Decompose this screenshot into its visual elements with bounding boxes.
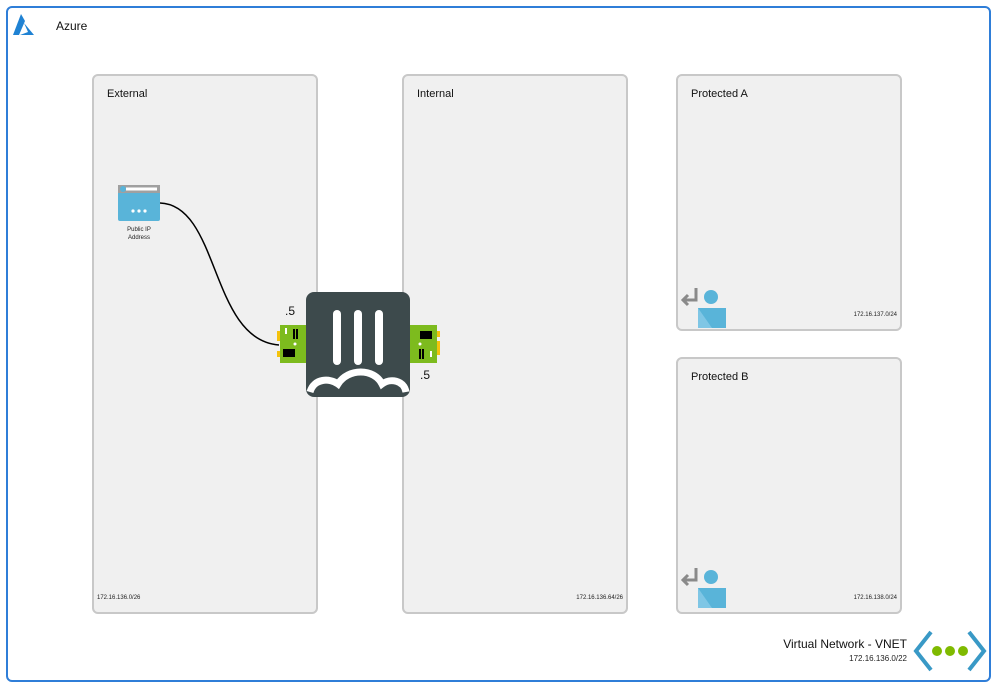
subnet-title: Internal [417,88,454,100]
public-ip-label: Public IP Address [108,226,170,242]
subnet-title: Protected B [691,371,749,383]
public-ip-label-line1: Public IP [127,227,151,233]
azure-title: Azure [56,19,88,33]
nic-internal-ip: .5 [420,368,431,382]
vnet-label: Virtual Network - VNET 172.16.136.0/22 [783,637,907,663]
azure-frame [6,6,991,682]
vnet-name: Virtual Network - VNET [783,637,907,651]
subnet-cidr: 172.16.136.64/26 [576,595,623,601]
subnet-cidr: 172.16.137.0/24 [853,312,897,318]
subnet-cidr: 172.16.136.0/26 [97,595,141,601]
public-ip-icon[interactable] [118,185,160,221]
nic-external-ip: .5 [285,304,296,318]
nic-internal-icon [410,325,440,363]
vnet-cidr: 172.16.136.0/22 [849,654,907,663]
virtual-network-icon [913,630,987,672]
nic-external-icon [277,325,307,363]
subnet-title: Protected A [691,88,748,100]
subnet-cidr: 172.16.138.0/24 [853,595,897,601]
fortigate-appliance-icon[interactable] [306,292,410,397]
subnet-title: External [107,88,148,100]
route-table-icon [680,288,726,328]
azure-logo-icon [13,14,34,35]
public-ip-label-line2: Address [127,235,150,241]
subnet-protected-a: Protected A 172.16.137.0/24 [676,74,902,331]
route-table-icon [680,568,726,608]
